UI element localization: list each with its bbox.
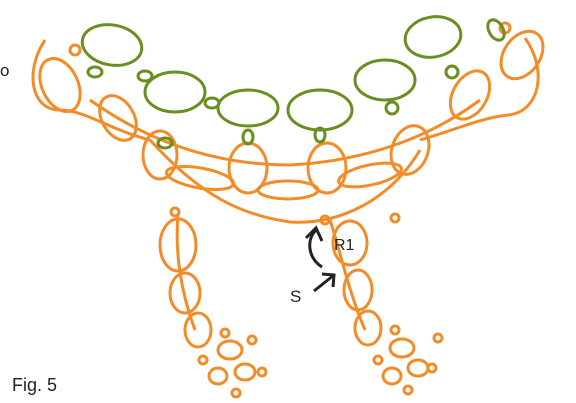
left-foot-ring-1	[216, 339, 244, 361]
green-join	[136, 69, 154, 83]
left-leg-ring-3	[183, 311, 213, 349]
ring-left-2	[98, 94, 138, 142]
right-leg-chain	[328, 219, 367, 331]
green-join	[241, 128, 255, 146]
edge-label: o	[0, 61, 9, 80]
ring-right-2	[448, 69, 492, 121]
right-leg-ring-2	[342, 268, 374, 312]
start-label: S	[290, 287, 301, 306]
picot	[319, 214, 331, 226]
green-join	[86, 65, 104, 79]
r1-ring	[331, 219, 369, 267]
ring-right-3	[389, 124, 431, 176]
green-ring-3	[216, 88, 280, 128]
picot	[372, 354, 384, 366]
ring-right-outer	[499, 29, 545, 81]
green-join	[313, 126, 327, 144]
right-foot-ring-1	[388, 337, 416, 359]
curved-arrow-icon	[304, 225, 324, 269]
green-ring-4	[286, 88, 354, 132]
picot	[246, 334, 258, 346]
picot	[432, 332, 444, 344]
picot	[169, 206, 181, 218]
mid-oval-center	[256, 179, 320, 201]
green-join	[156, 136, 174, 150]
picot	[219, 327, 231, 339]
picot	[402, 384, 414, 396]
ring-center-right	[306, 141, 348, 195]
mid-oval-right	[337, 161, 403, 189]
left-foot-ring-2	[233, 362, 257, 382]
green-top-row	[80, 15, 506, 150]
mid-oval-left	[164, 165, 236, 191]
green-join	[203, 96, 221, 110]
picot	[389, 324, 401, 336]
left-foot-ring-3	[207, 366, 229, 386]
right-foot-ring-3	[381, 366, 403, 386]
green-ring-2	[143, 70, 207, 114]
picot	[426, 362, 438, 374]
ring-left-3	[141, 129, 179, 181]
orange-rounds	[31, 21, 545, 399]
figure-caption: Fig. 5	[12, 375, 57, 395]
green-join	[384, 100, 400, 116]
picot	[256, 366, 268, 378]
picot	[389, 212, 401, 224]
left-leg-ring-1	[158, 217, 198, 273]
ring-label-r1: R1	[334, 237, 355, 254]
ring-left-outer	[38, 57, 82, 113]
right-foot-ring-2	[406, 358, 430, 378]
green-join	[444, 64, 460, 80]
green-ring-1	[80, 23, 144, 67]
lower-chain-arc	[148, 138, 422, 224]
upper-chain-arc	[89, 98, 481, 167]
outer-right-chain	[419, 37, 540, 142]
left-leg-ring-2	[168, 271, 202, 315]
picot	[197, 354, 209, 366]
right-leg-ring-3	[353, 309, 383, 347]
green-ring-small	[486, 18, 506, 42]
arrow-icon	[313, 272, 336, 293]
picot	[68, 43, 82, 57]
picot	[230, 387, 242, 399]
green-ring-6	[403, 15, 463, 59]
green-ring-5	[353, 58, 417, 102]
